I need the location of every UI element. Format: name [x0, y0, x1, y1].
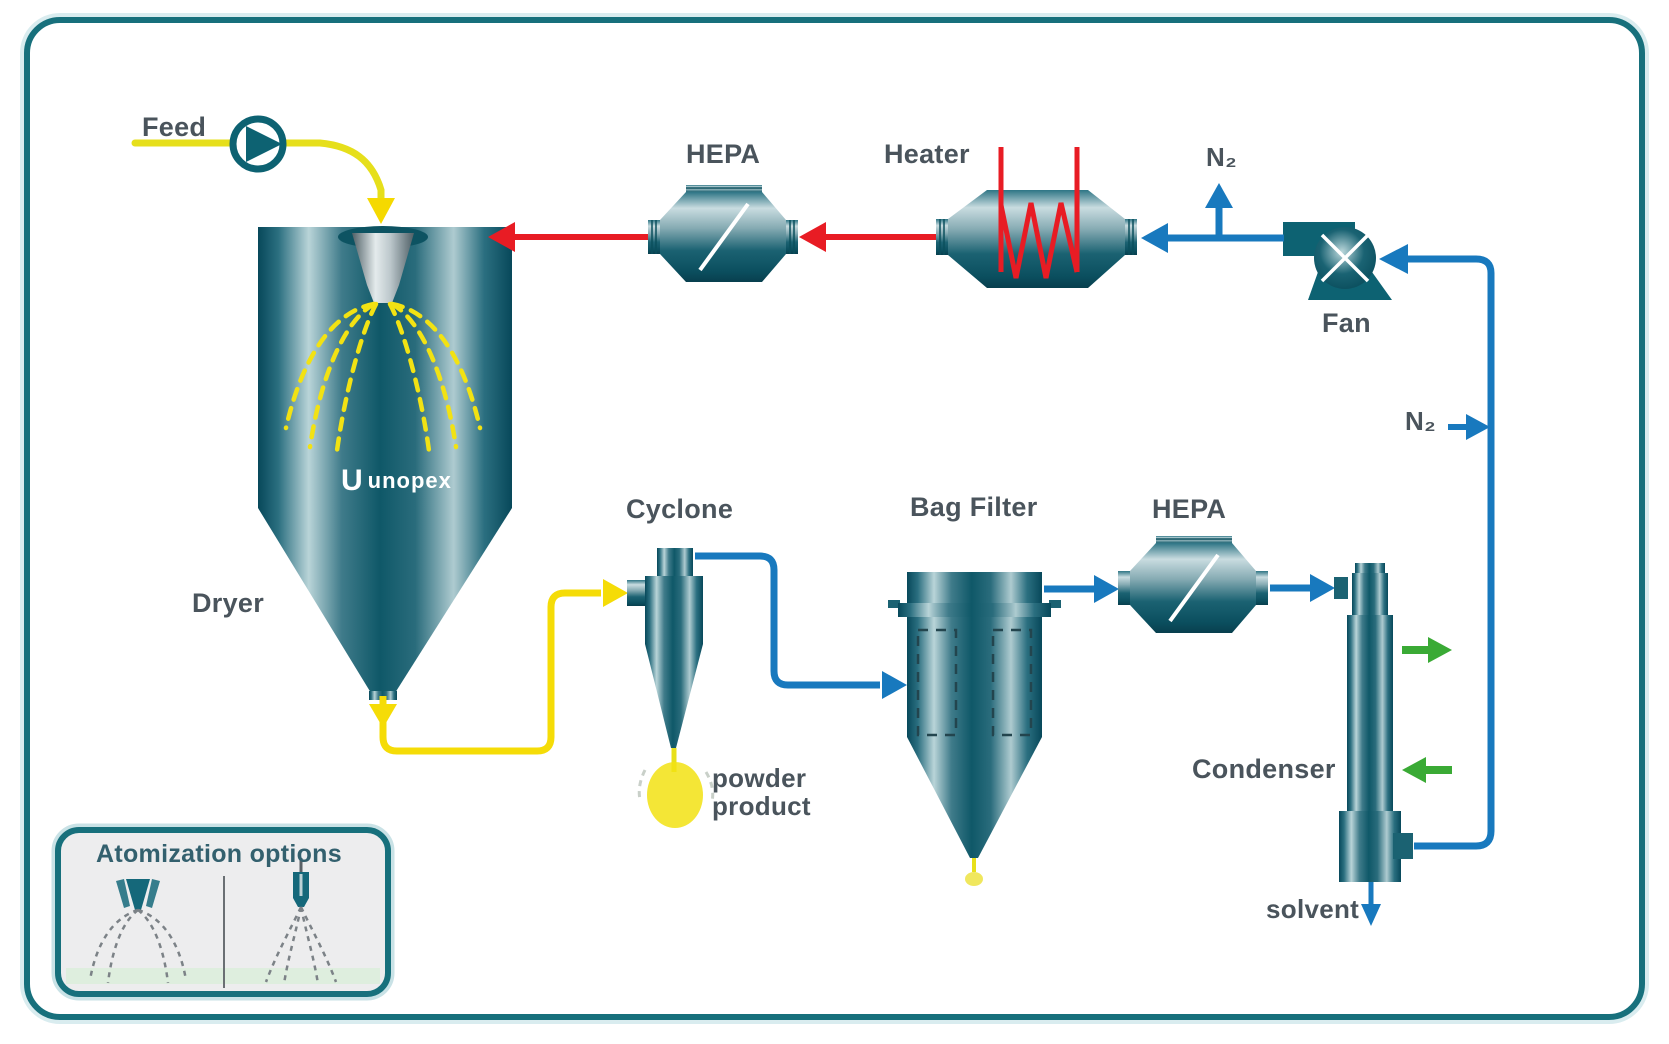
fan-icon — [1283, 222, 1392, 300]
n2-arrow-side — [1448, 414, 1490, 440]
pipe-fan-to-heater — [1141, 223, 1284, 253]
solvent-label: solvent — [1266, 894, 1360, 924]
bag-filter-label: Bag Filter — [910, 492, 1038, 522]
unopex-logo-text: unopex — [367, 468, 452, 493]
atomization-panel — [51, 823, 395, 1001]
powder-product-blob — [637, 748, 715, 828]
spray-pattern — [283, 301, 483, 461]
hot-gas-pipe-hepa-to-dryer — [488, 222, 648, 252]
powder-product-label: powder product — [712, 764, 811, 820]
n2-arrow-top — [1205, 183, 1233, 238]
powder-product-line2: product — [712, 791, 811, 822]
powder-product-line1: powder — [712, 763, 807, 793]
dryer-label: Dryer — [192, 588, 265, 618]
recycle-pipe — [1379, 244, 1495, 850]
bag-filter-body — [888, 572, 1061, 886]
feed-pipe — [131, 139, 395, 224]
rotary-atomizer-icon — [88, 879, 188, 984]
filter-bag-outline — [916, 628, 958, 737]
unopex-logo-icon: U — [341, 464, 363, 497]
pipe-bagfilter-to-hepa — [1044, 575, 1119, 603]
nozzle-atomizer-icon — [264, 858, 338, 985]
hepa-filter-1 — [648, 185, 798, 282]
hepa2-label: HEPA — [1152, 494, 1227, 524]
solvent-arrow — [1361, 882, 1381, 926]
hot-gas-pipe-heater-to-hepa — [799, 222, 936, 252]
filter-diagonal-mark — [698, 202, 750, 272]
hepa-filter-2 — [1118, 536, 1268, 633]
heater-label: Heater — [884, 139, 970, 169]
condenser-body — [1334, 563, 1413, 882]
filter-bag-outline — [991, 628, 1033, 737]
cyclone-label: Cyclone — [626, 494, 734, 524]
unopex-logo: U unopex — [341, 466, 452, 496]
product-pipe-dryer-to-cyclone — [369, 579, 628, 755]
n2-top-label: N₂ — [1206, 142, 1237, 172]
diagram-frame — [24, 17, 1645, 1020]
feed-arrow — [367, 198, 395, 224]
condenser-label: Condenser — [1192, 754, 1336, 784]
cyclone-exhaust-pipe — [695, 552, 907, 699]
atomization-title: Atomization options — [96, 840, 342, 868]
pipe-hepa-to-condenser — [1270, 574, 1335, 602]
feed-pump-icon — [229, 115, 287, 173]
hepa1-label: HEPA — [686, 139, 761, 169]
cyclone-body — [627, 548, 703, 748]
spray-nozzle-icon — [338, 226, 428, 303]
filter-diagonal-mark — [1168, 553, 1220, 623]
feed-label: Feed — [142, 112, 207, 142]
fan-label: Fan — [1322, 308, 1371, 338]
coolant-out-arrow — [1402, 637, 1452, 663]
coolant-in-arrow — [1402, 757, 1452, 783]
heater-element-icon — [998, 147, 1080, 279]
n2-side-label: N₂ — [1405, 406, 1436, 436]
